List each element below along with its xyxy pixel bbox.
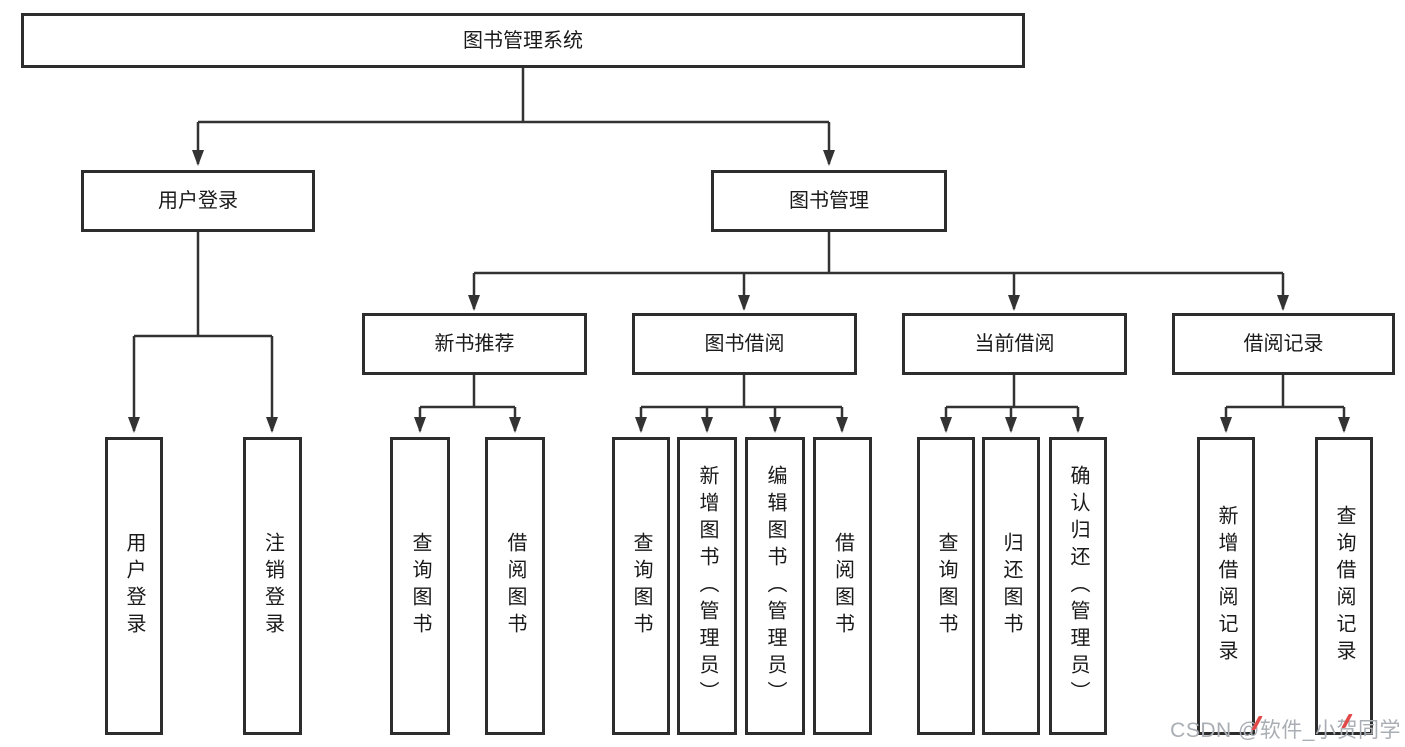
leaf-add-book-admin: 新增图书（管理员）: [677, 437, 737, 735]
leaf-user-login: 用户登录: [105, 437, 163, 735]
node-new-book-recommend: 新书推荐: [362, 313, 587, 375]
node-borrow-records: 借阅记录: [1172, 313, 1395, 375]
leaf-confirm-return-admin: 确认归还（管理员）: [1049, 437, 1107, 735]
node-user-login: 用户登录: [81, 170, 315, 232]
leaf-borrow-books-recommend: 借阅图书: [485, 437, 545, 735]
leaf-return-book: 归还图书: [982, 437, 1040, 735]
leaf-query-books-current: 查询图书: [917, 437, 975, 735]
node-current-borrow: 当前借阅: [902, 313, 1127, 375]
node-root-system: 图书管理系统: [21, 13, 1025, 68]
leaf-query-borrow-record: 查询借阅记录: [1315, 437, 1373, 735]
leaf-edit-book-admin: 编辑图书（管理员）: [745, 437, 805, 735]
leaf-query-books-borrow: 查询图书: [612, 437, 670, 735]
node-book-borrow: 图书借阅: [632, 313, 857, 375]
watermark-text: CSDN @软件_小贺同学: [1170, 719, 1401, 742]
leaf-borrow-books: 借阅图书: [813, 437, 872, 735]
node-book-management: 图书管理: [711, 170, 947, 232]
leaf-logout: 注销登录: [243, 437, 302, 735]
leaf-query-books-recommend: 查询图书: [390, 437, 450, 735]
leaf-add-borrow-record: 新增借阅记录: [1197, 437, 1255, 735]
